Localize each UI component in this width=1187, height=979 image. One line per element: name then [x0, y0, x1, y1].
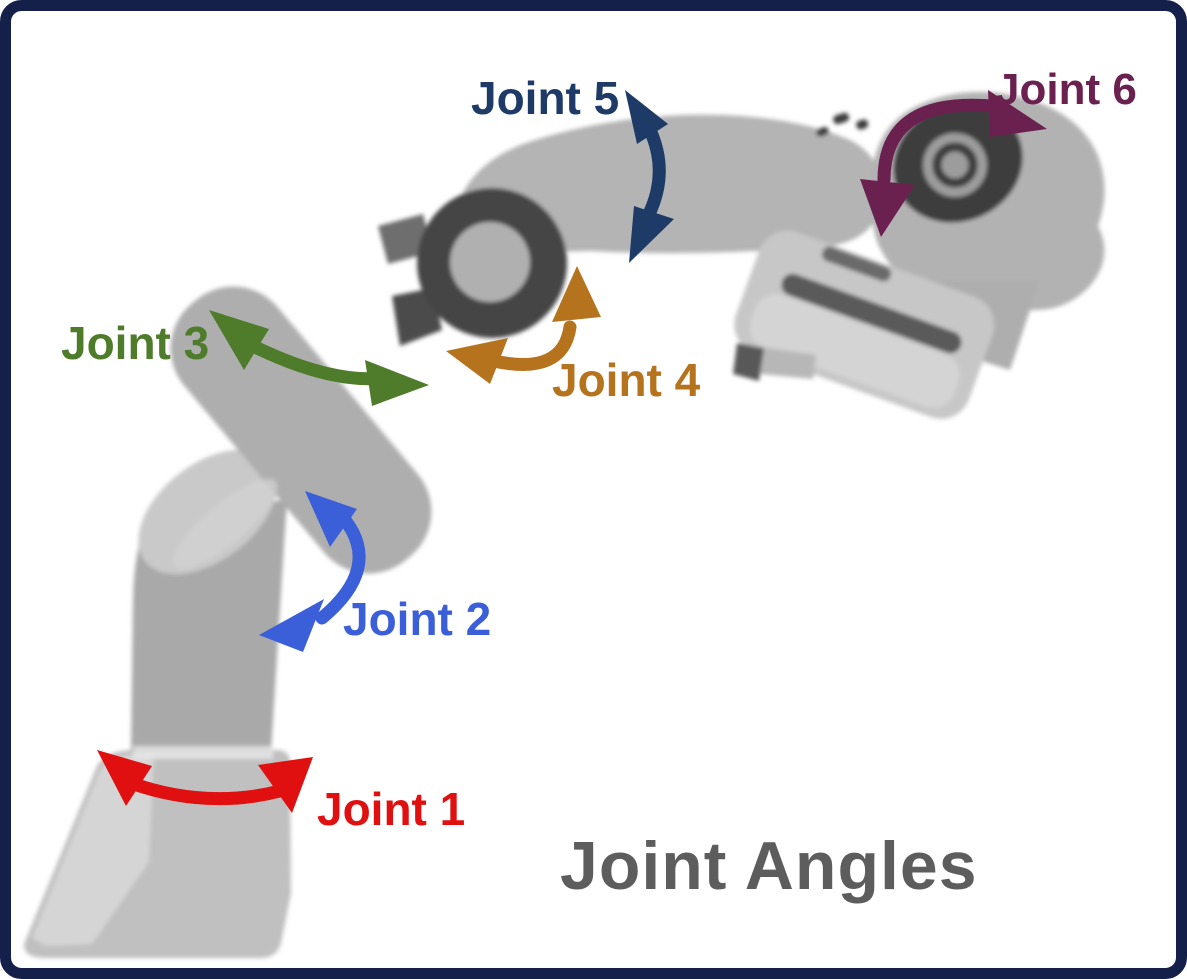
- robot-wrist-hub: [923, 133, 987, 197]
- joint-6-arrowhead-bottom: [860, 179, 915, 237]
- joint-5-arrow-arc: [642, 123, 666, 221]
- joint-6-arrow-arc: [877, 98, 1007, 187]
- joint-6-label: Joint 6: [995, 65, 1137, 114]
- joint-1-arrow: [97, 750, 313, 813]
- joint-2-arrowhead-top: [305, 491, 357, 547]
- joint-1-arrowhead-left: [97, 750, 152, 806]
- joint-1-arrowhead-right: [258, 757, 313, 813]
- joint-3-arrowhead-right: [365, 360, 429, 406]
- robot-gripper-finger: [747, 345, 816, 379]
- joint-3-label: Joint 3: [61, 317, 209, 369]
- robot-end-effector-slot: [781, 273, 962, 354]
- robot-joint1-seam: [133, 746, 273, 759]
- joint-4-arrow: [446, 266, 601, 384]
- joint-2-arrowhead-bottom: [259, 599, 324, 652]
- joint-4-arrow-arc: [487, 320, 577, 371]
- joint-2-label: Joint 2: [343, 593, 491, 645]
- robot-elbow-hub: [450, 222, 530, 302]
- robot-wrist-hub-ring: [932, 142, 978, 188]
- joint-4-arrowhead-left: [446, 338, 508, 384]
- joint-4-arrowhead-top: [552, 266, 601, 322]
- joint-4-label: Joint 4: [552, 354, 701, 406]
- joint-5-label: Joint 5: [471, 72, 619, 124]
- robot-base-foot-highlight: [32, 754, 154, 946]
- robot-end-effector-stripe: [822, 246, 891, 282]
- joint-2-arrow: [259, 491, 366, 652]
- robot-wrist-mark-2: [856, 119, 869, 130]
- joint-3-arrowhead-left: [209, 310, 269, 370]
- robot-wrist-mark-1: [833, 112, 850, 125]
- robot-link-upper-seam: [172, 478, 278, 570]
- joint-5-arrowhead-top: [625, 90, 668, 144]
- joint-2-arrow-arc: [315, 513, 366, 625]
- robot-arm-illustration: [23, 91, 1105, 958]
- robot-shoulder-cap: [138, 449, 278, 575]
- figure-title: Joint Angles: [560, 828, 978, 904]
- robot-link-upper: [170, 286, 432, 574]
- joint-6-arrowhead-right: [988, 90, 1047, 137]
- joint-1-arrow-arc: [121, 775, 287, 806]
- joint-5-arrow: [625, 90, 674, 263]
- robot-gripper-tip: [733, 343, 764, 381]
- joint-5-arrowhead-bottom: [629, 206, 674, 263]
- robot-link-forearm: [451, 114, 882, 254]
- joint-6-arrow: [860, 90, 1047, 237]
- joint-1-label: Joint 1: [317, 783, 465, 835]
- robot-end-effector: [734, 230, 995, 419]
- robot-end-effector-panel: [749, 294, 960, 409]
- robot-wrist-mark-3: [816, 127, 829, 137]
- joint-3-arrow: [209, 310, 429, 406]
